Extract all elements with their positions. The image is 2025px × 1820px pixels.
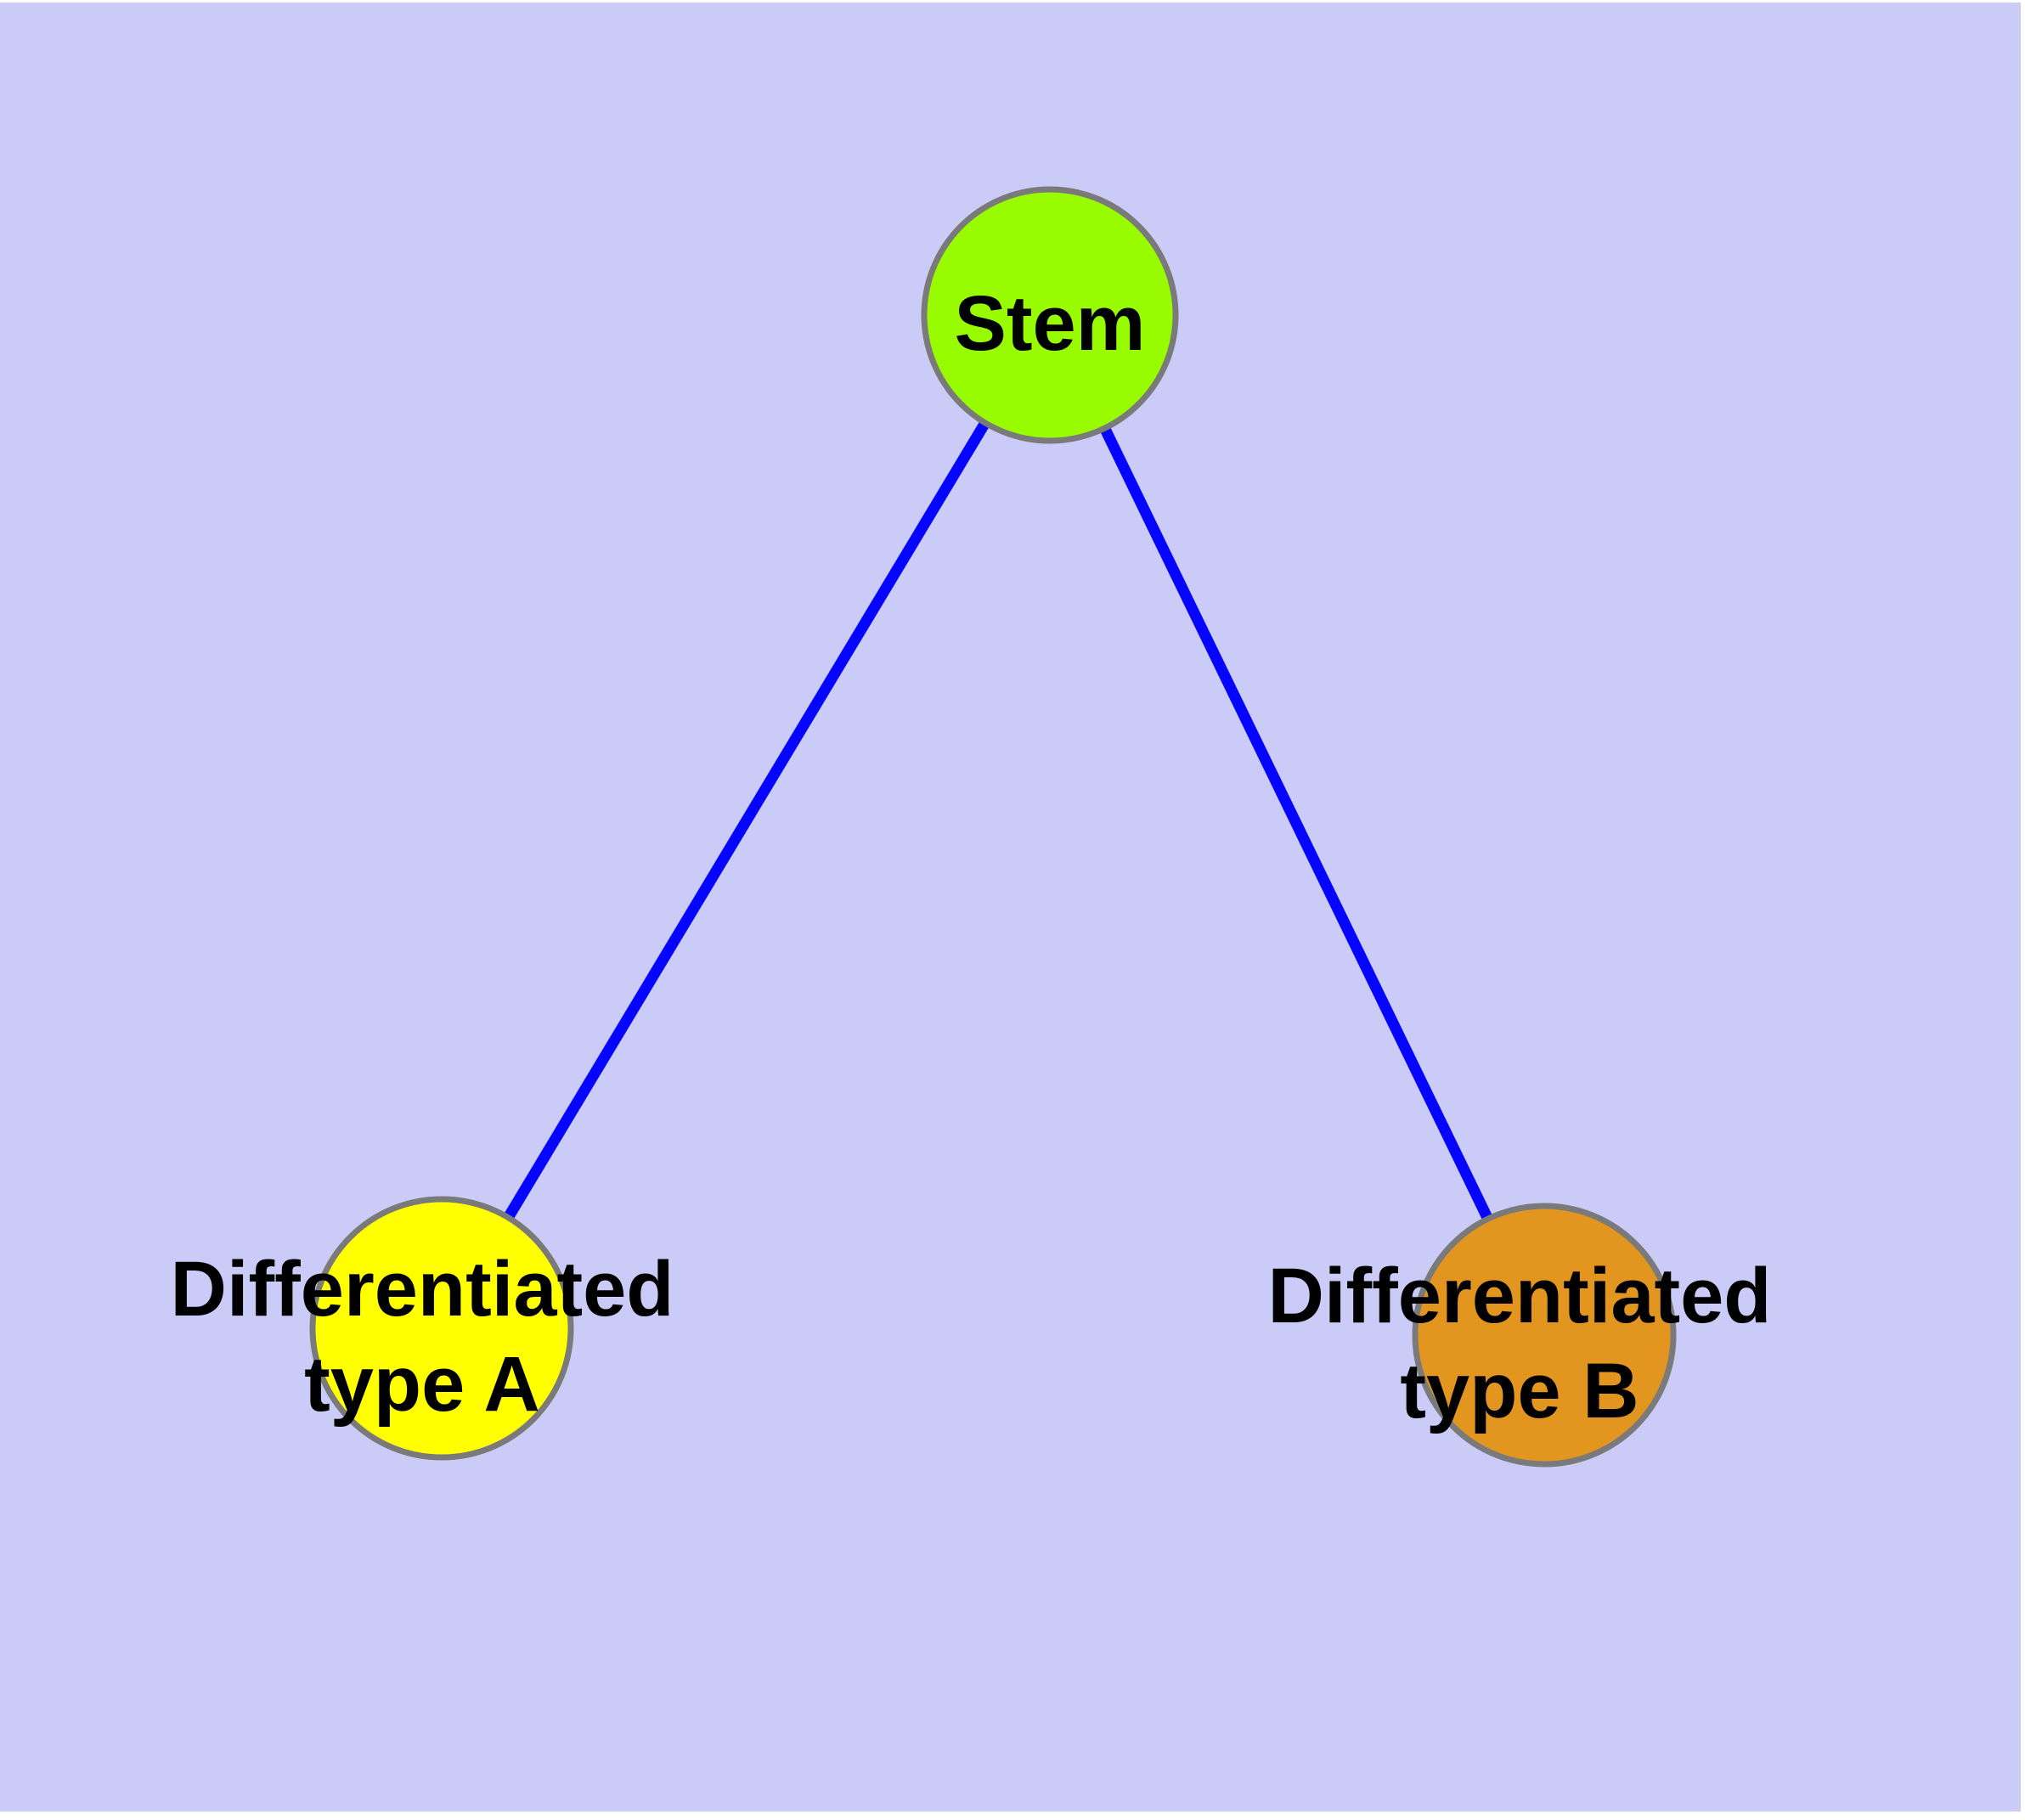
edge-stem-to-differentiated-type-b	[1045, 313, 1549, 1338]
node-label-differentiated-type-b: Differentiated type B	[1268, 1253, 1772, 1434]
node-differentiated-type-a	[309, 1196, 574, 1461]
edge-stem-to-differentiated-type-a	[437, 312, 1055, 1332]
node-differentiated-type-b	[1412, 1203, 1677, 1468]
node-label-line: Differentiated	[1268, 1253, 1772, 1339]
node-label-line: type B	[1400, 1348, 1639, 1434]
node-label-stem: Stem	[955, 280, 1146, 367]
node-label-line: type A	[304, 1341, 540, 1428]
node-label-line: Differentiated	[171, 1246, 674, 1333]
node-stem	[921, 186, 1179, 444]
node-label-line: Stem	[955, 280, 1146, 367]
